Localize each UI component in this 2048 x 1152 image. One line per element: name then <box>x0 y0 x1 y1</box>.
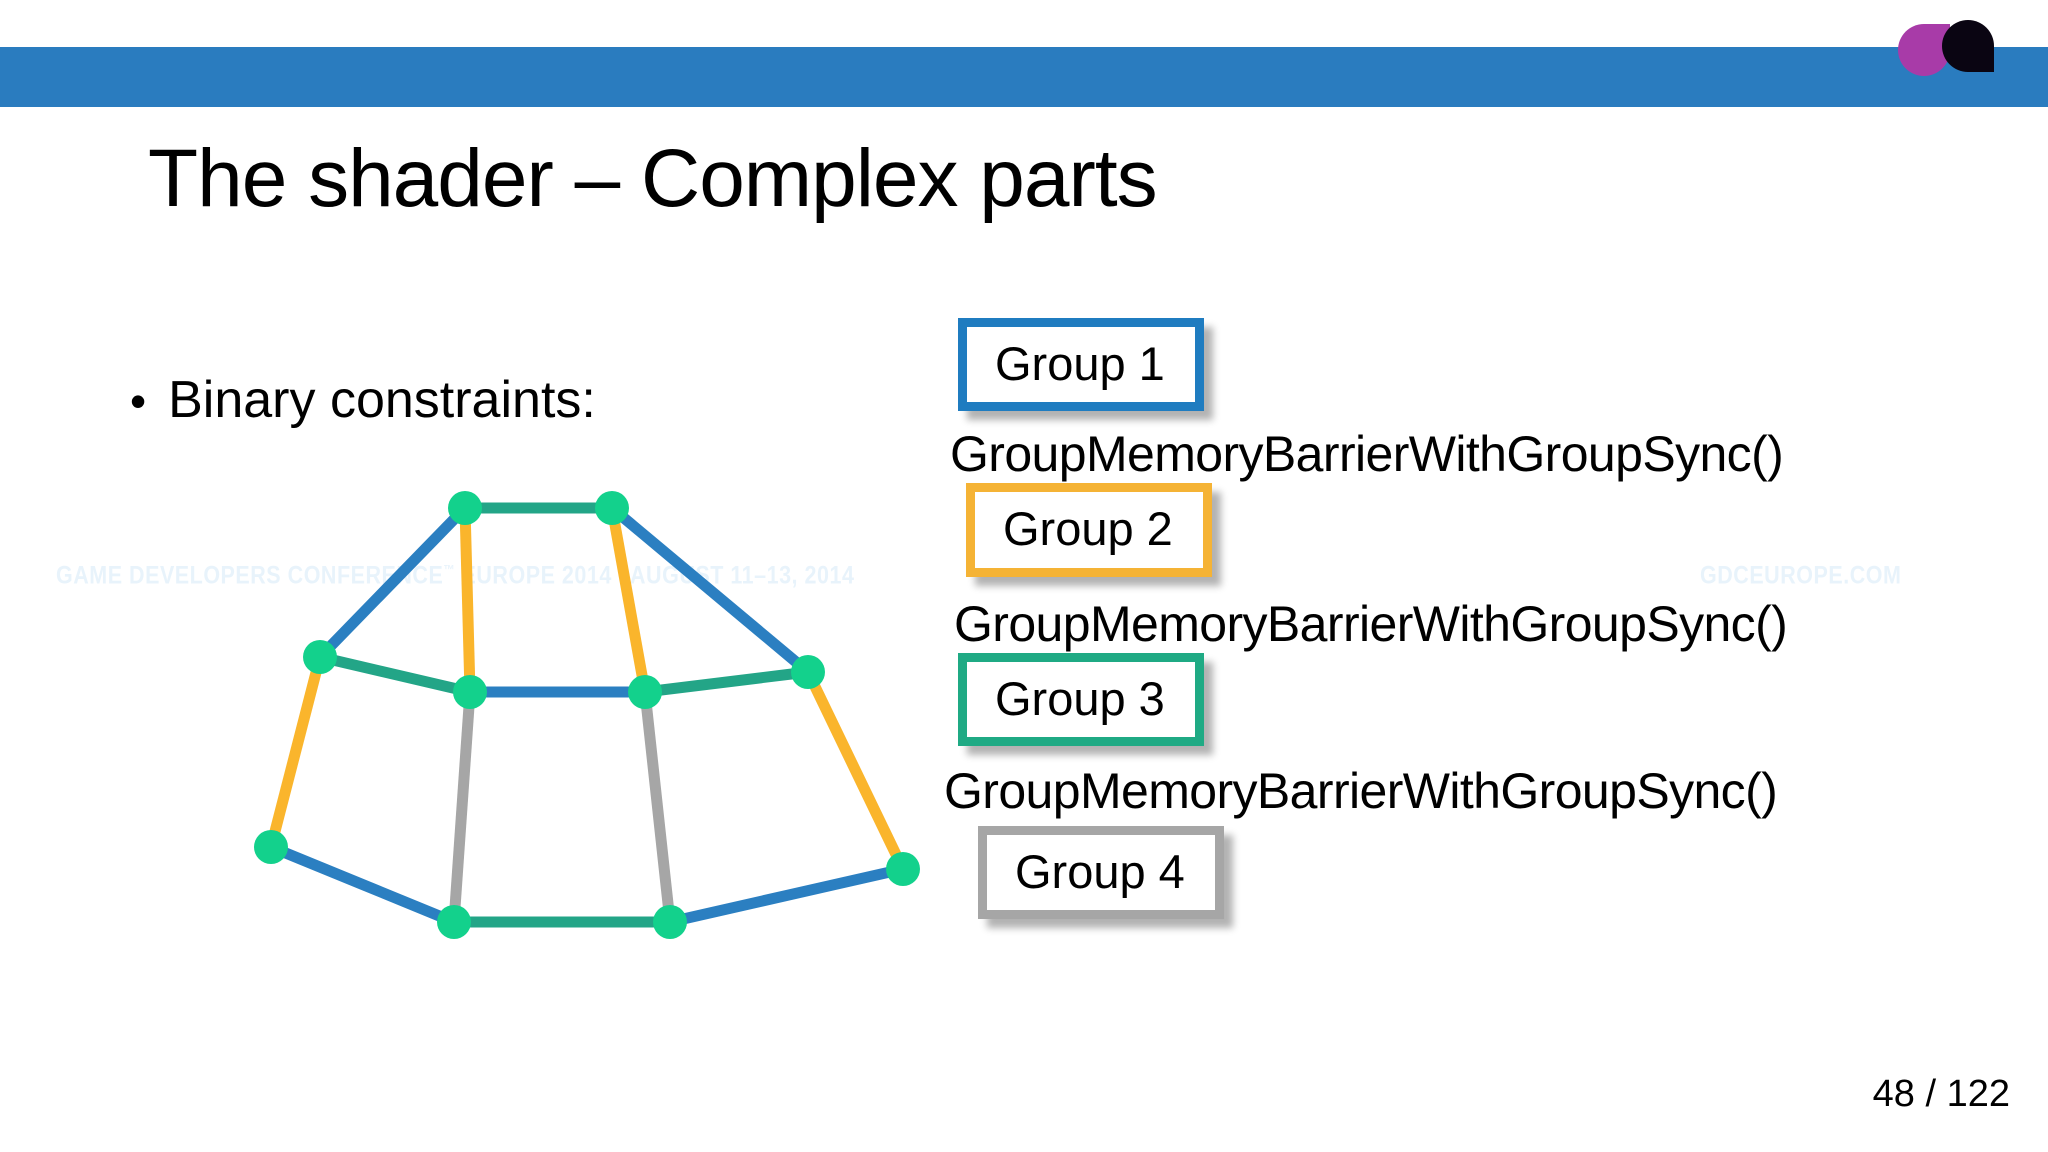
gdc-europe-logo <box>1898 18 2018 80</box>
graph-node <box>628 675 662 709</box>
black-leaf-icon <box>1942 20 1994 72</box>
graph-node <box>886 852 920 886</box>
graph-node <box>653 905 687 939</box>
page-title: The shader – Complex parts <box>148 133 1158 224</box>
graph-edge <box>606 507 651 693</box>
group-box-1: Group 1 <box>958 318 1204 412</box>
barrier-call-1: GroupMemoryBarrierWithGroupSync() <box>950 426 1784 483</box>
constraint-graph-svg <box>254 491 920 939</box>
page-number: 48 / 122 <box>1872 1073 2010 1115</box>
header-banner <box>0 47 2048 107</box>
graph-node <box>595 491 629 525</box>
constraint-graph-diagram <box>200 460 960 970</box>
trademark-icon: ™ <box>443 562 456 578</box>
header-conference-name: GAME DEVELOPERS CONFERENCE™ EUROPE 2014 <box>56 562 612 591</box>
graph-node <box>448 491 482 525</box>
graph-node <box>303 640 337 674</box>
graph-node <box>437 905 471 939</box>
graph-edge <box>265 655 326 849</box>
group-box-3: Group 3 <box>958 652 1204 747</box>
bullet-label: Binary constraints: <box>168 371 596 429</box>
magenta-leaf-icon <box>1898 24 1950 76</box>
barrier-call-3: GroupMemoryBarrierWithGroupSync() <box>944 763 1778 820</box>
header-conference-text: GAME DEVELOPERS CONFERENCE <box>56 561 444 590</box>
header-url: GDCEUROPE.COM <box>1700 561 1902 590</box>
graph-nodes <box>254 491 920 939</box>
graph-edge <box>639 691 676 923</box>
group-box-2: Group 2 <box>966 483 1212 577</box>
graph-edge <box>608 503 812 677</box>
group-box-4: Group 4 <box>978 826 1224 920</box>
bullet-marker-icon: • <box>130 375 147 427</box>
graph-edge <box>459 507 476 693</box>
bullet-item: • Binary constraints: <box>130 370 596 430</box>
graph-edge <box>668 863 905 928</box>
graph-edge <box>803 669 908 872</box>
barrier-call-2: GroupMemoryBarrierWithGroupSync() <box>954 595 1788 652</box>
group-sequence-column: Group 1 GroupMemoryBarrierWithGroupSync(… <box>944 318 2018 920</box>
graph-edge <box>316 504 469 661</box>
graph-edges <box>265 502 908 928</box>
graph-node <box>254 830 288 864</box>
graph-node <box>791 655 825 689</box>
graph-edge <box>644 666 809 698</box>
graph-edge <box>318 651 472 698</box>
header-dates: AUGUST 11–13, 2014 <box>630 561 855 590</box>
graph-edge <box>448 691 476 923</box>
header-conference-suffix: EUROPE 2014 <box>455 561 612 590</box>
graph-node <box>453 675 487 709</box>
graph-edge <box>268 841 457 928</box>
